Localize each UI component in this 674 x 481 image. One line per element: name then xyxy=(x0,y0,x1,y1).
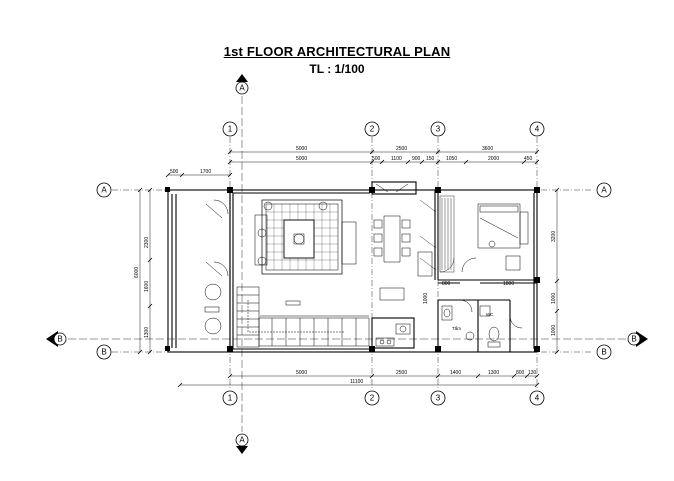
title-block: 1st FLOOR ARCHITECTURAL PLAN TL : 1/100 xyxy=(0,44,674,76)
columns xyxy=(165,187,540,352)
plan-scale: TL : 1/100 xyxy=(309,62,365,76)
section-b-right-label: B xyxy=(631,335,636,344)
section-a-top-label: A xyxy=(239,84,245,93)
dim-bottom-2: 2500 xyxy=(396,370,407,376)
section-b-left-label: B xyxy=(57,335,62,344)
grid-col-2-bottom: 2 xyxy=(370,394,375,403)
dimension-lines xyxy=(139,151,558,386)
dim-bottom-total: 11100 xyxy=(350,379,363,385)
bed xyxy=(461,203,529,273)
kitchen-appliances xyxy=(375,287,411,347)
dim-interior-3: 1000 xyxy=(423,293,429,304)
dim-left-2: 1600 xyxy=(144,281,150,292)
dim-left-total: 6000 xyxy=(134,267,140,278)
dim-detail-5: 150 xyxy=(426,156,435,162)
living-room-furniture xyxy=(254,199,357,275)
grid-col-4-bottom: 4 xyxy=(535,394,540,403)
dim-bottom-1: 5000 xyxy=(296,370,307,376)
dining-set xyxy=(373,183,433,277)
dim-interior-2: 1800 xyxy=(503,281,514,287)
bathroom-fixtures xyxy=(441,299,523,348)
dim-top-2: 2500 xyxy=(396,146,407,152)
dim-top-left-1: 500 xyxy=(170,169,179,175)
grid-col-1-top: 1 xyxy=(228,125,233,134)
porch-furniture xyxy=(204,199,229,335)
dim-right-1: 3200 xyxy=(551,231,557,242)
grid-col-4-top: 4 xyxy=(535,125,540,134)
dim-left-1: 2300 xyxy=(144,237,150,248)
dim-detail-8: 450 xyxy=(524,156,533,162)
dim-top-left-2: 1700 xyxy=(200,169,211,175)
dim-bottom-3: 1400 xyxy=(450,370,461,376)
rug-hatch xyxy=(266,204,338,270)
dim-bottom-4: 1300 xyxy=(488,370,499,376)
dimension-ticks xyxy=(137,149,560,388)
plan-title: 1st FLOOR ARCHITECTURAL PLAN xyxy=(223,44,451,59)
dim-interior-1: 800 xyxy=(442,281,451,287)
dim-detail-1: 5000 xyxy=(296,156,307,162)
grid-bubbles xyxy=(96,121,612,406)
wc-label: WC xyxy=(486,312,494,317)
section-a-bottom-label: A xyxy=(239,436,245,445)
grid-col-3-bottom: 3 xyxy=(436,394,441,403)
section-line-a: A A xyxy=(235,74,249,454)
grid-col-2-top: 2 xyxy=(370,125,375,134)
dim-right-3: 1000 xyxy=(551,325,557,336)
bath-label: Tắm xyxy=(452,325,461,331)
dim-top-1: 5000 xyxy=(296,146,307,152)
grid-col-1-bottom: 1 xyxy=(228,394,233,403)
grid-row-a-left: A xyxy=(101,186,107,195)
dim-bottom-5: 800 xyxy=(516,370,525,376)
dim-detail-6: 1050 xyxy=(446,156,457,162)
grid-row-b-left: B xyxy=(101,348,106,357)
wardrobe xyxy=(419,195,455,273)
section-line-b: B B xyxy=(46,331,648,347)
staircase xyxy=(236,286,370,348)
dim-detail-3: 1100 xyxy=(391,156,402,162)
grid-row-a-right: A xyxy=(601,186,607,195)
grid-col-3-top: 3 xyxy=(436,125,441,134)
grid-row-b-right: B xyxy=(601,348,606,357)
dim-left-3: 1300 xyxy=(144,327,150,338)
dim-right-2: 1000 xyxy=(551,293,557,304)
dim-top-3: 3600 xyxy=(482,146,493,152)
dim-bottom-6: 130 xyxy=(528,370,537,376)
dim-detail-4: 900 xyxy=(412,156,421,162)
dim-detail-7: 2000 xyxy=(488,156,499,162)
walls xyxy=(167,181,538,353)
dim-detail-2: 500 xyxy=(372,156,381,162)
